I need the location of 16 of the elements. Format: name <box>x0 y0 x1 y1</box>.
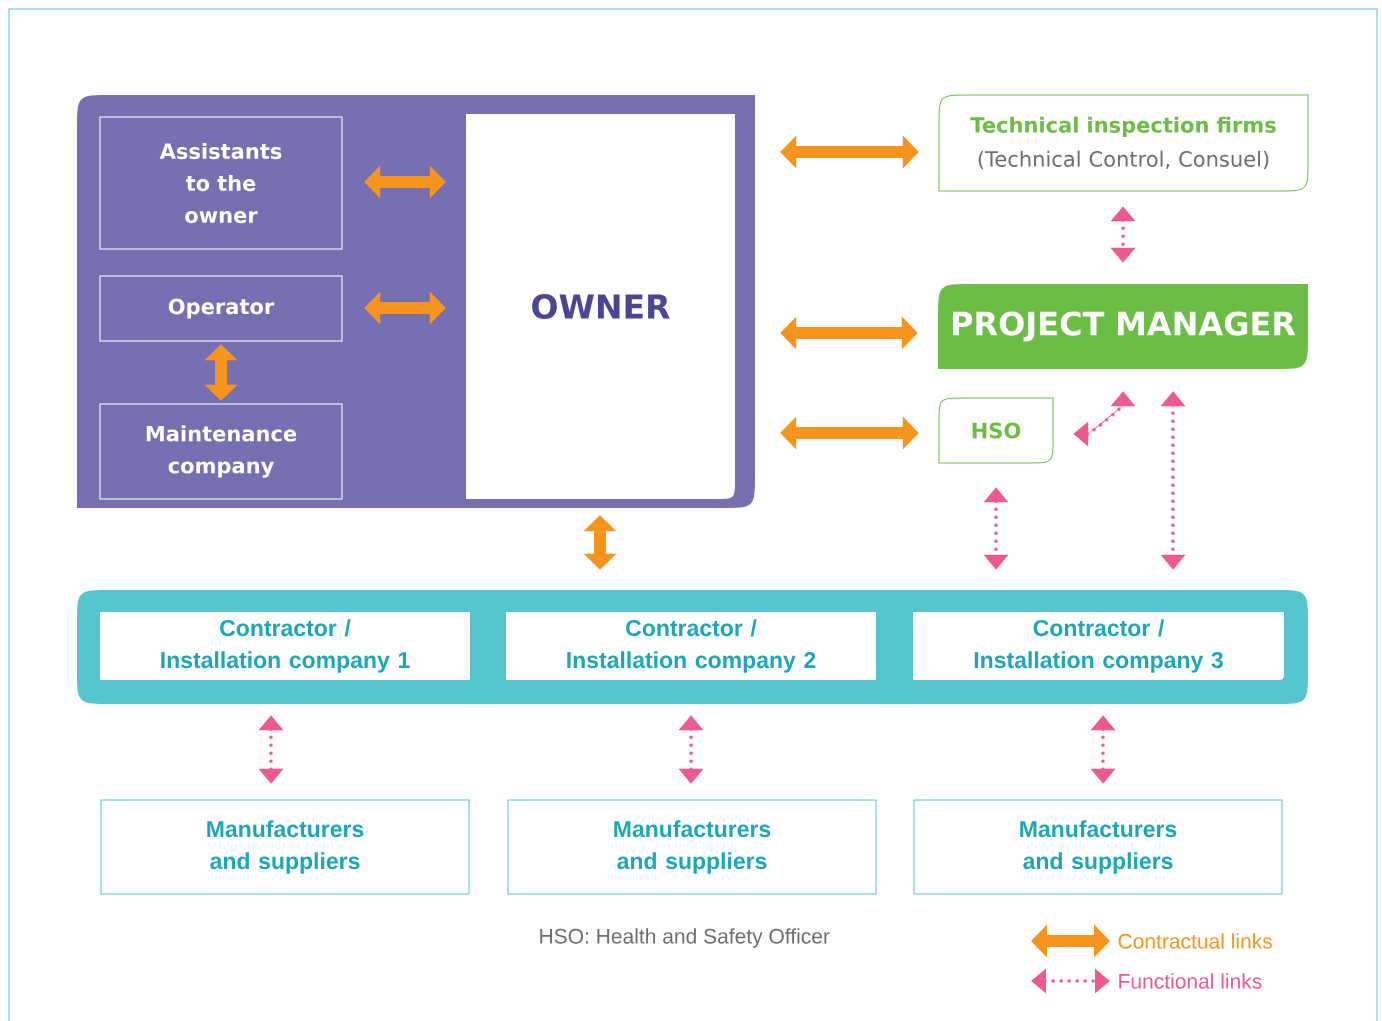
role-box: Maintenance company <box>99 403 343 500</box>
role-box: Assistants to the owner <box>99 116 343 250</box>
contractor-box: Contractor / Installation company 1 <box>100 612 470 680</box>
project-manager-box: PROJECT MANAGER <box>938 284 1308 369</box>
supplier-box: Manufacturers and suppliers <box>913 799 1283 895</box>
owner-box: OWNER <box>466 114 735 499</box>
contractor-box: Contractor / Installation company 2 <box>506 612 876 680</box>
legend-label: Functional links <box>1119 973 1262 989</box>
legend-label: Contractual links <box>1118 933 1272 949</box>
footnote: HSO: Health and Safety Officer <box>540 928 830 948</box>
inspection-box: Technical inspection firms (Technical Control, Consuel) <box>938 94 1309 192</box>
contractor-box: Contractor / Installation company 3 <box>913 612 1284 680</box>
hso-box: HSO <box>938 397 1054 464</box>
supplier-box: Manufacturers and suppliers <box>100 799 470 895</box>
supplier-box: Manufacturers and suppliers <box>507 799 877 895</box>
role-box: Operator <box>99 275 343 342</box>
